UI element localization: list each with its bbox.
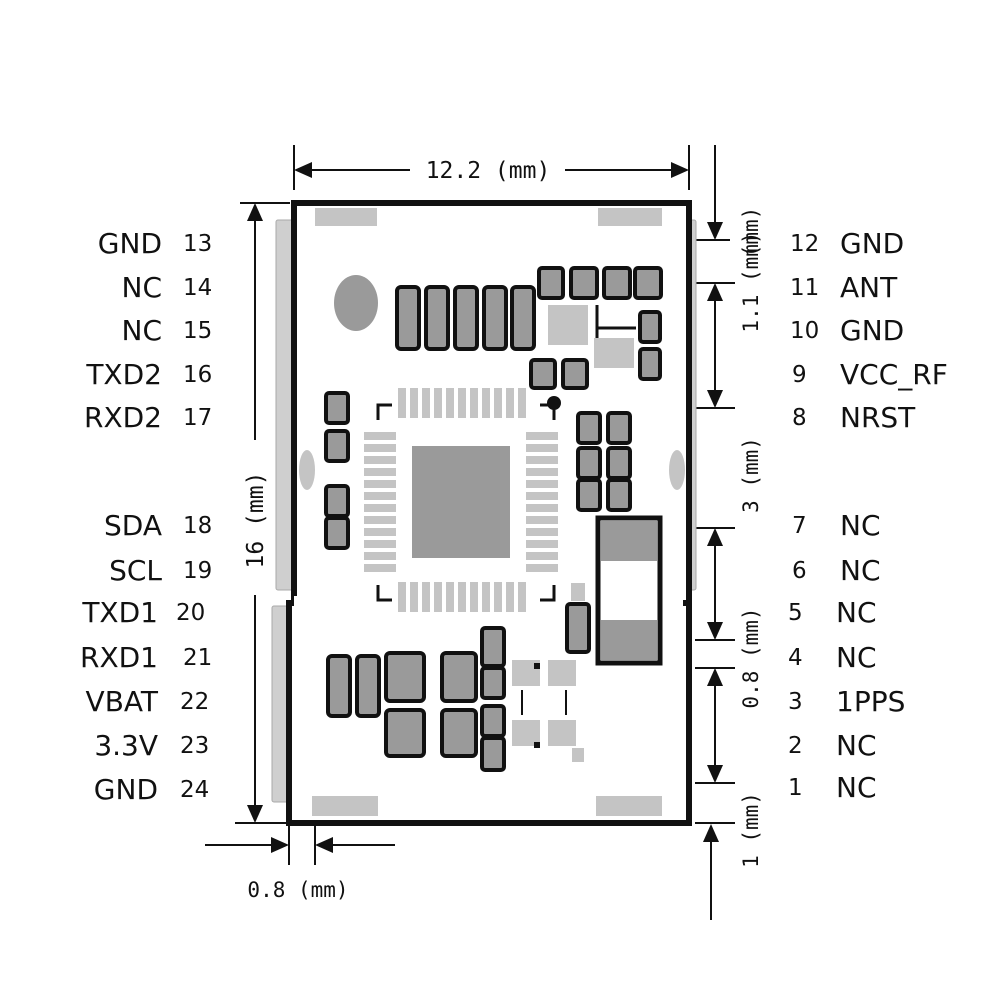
pin-24-name: GND <box>94 773 158 806</box>
pin-18-name: SDA <box>104 509 162 542</box>
right-dimensions: (mm) 1.1 (mm) 3 (mm) 0.8 (mm) 1 (mm) <box>695 145 763 920</box>
main-ic <box>364 388 558 612</box>
pin-4-name: NC <box>836 641 877 674</box>
pin-1-number: 1 <box>788 775 803 801</box>
bottom-margin-label: 1 (mm) <box>739 792 763 868</box>
height-dimension: 16 (mm) <box>235 202 290 824</box>
pin-8-name: NRST <box>840 401 916 434</box>
pin-13-number: 13 <box>183 231 212 257</box>
ic-thermal-pad <box>412 446 510 558</box>
pin-8-number: 8 <box>792 405 807 431</box>
pin-7-number: 7 <box>792 513 807 539</box>
pin-24-number: 24 <box>180 777 209 803</box>
pin-19-number: 19 <box>183 558 212 584</box>
pin-23-number: 23 <box>180 733 209 759</box>
right-pin-labels: 12 GND 11 ANT 10 GND 9 VCC_RF 8 NRST 7 N… <box>788 227 948 804</box>
pin-6-number: 6 <box>792 558 807 584</box>
pin-2-name: NC <box>836 729 877 762</box>
pin-5-number: 5 <box>788 600 803 626</box>
bottom-pad-label: 0.8 (mm) <box>247 878 348 902</box>
pin-17-name: RXD2 <box>84 401 162 434</box>
gap-label: 3 (mm) <box>739 437 763 513</box>
pad-width-dimension: 0.8 (mm) <box>205 823 395 902</box>
pin-6-name: NC <box>840 554 881 587</box>
width-label: 12.2 (mm) <box>426 158 551 184</box>
components <box>324 266 663 772</box>
pin-1-name: NC <box>836 771 877 804</box>
pin-13-name: GND <box>98 227 162 260</box>
pin-17-number: 17 <box>183 405 212 431</box>
pin-16-number: 16 <box>183 362 212 388</box>
pad-width-label: 0.8 (mm) <box>739 607 763 708</box>
pin-9-number: 9 <box>792 362 807 388</box>
pin-20-name: TXD1 <box>81 596 158 629</box>
pin-12-name: GND <box>840 227 904 260</box>
width-dimension: 12.2 (mm) <box>293 145 690 190</box>
pin-20-number: 20 <box>176 600 205 626</box>
pin-21-number: 21 <box>183 645 212 671</box>
pin-3-name: 1PPS <box>836 685 905 718</box>
pin-2-number: 2 <box>788 733 803 759</box>
fiducial-mark <box>334 275 378 331</box>
pin-9-name: VCC_RF <box>840 358 948 391</box>
pin-7-name: NC <box>840 509 881 542</box>
pin-5-name: NC <box>836 596 877 629</box>
pin-16-name: TXD2 <box>85 358 162 391</box>
pin-21-name: RXD1 <box>80 641 158 674</box>
pin-14-name: NC <box>122 271 163 304</box>
pin-10-name: GND <box>840 314 904 347</box>
pin-4-number: 4 <box>788 645 803 671</box>
pin-3-number: 3 <box>788 689 803 715</box>
pin-14-number: 14 <box>183 275 212 301</box>
pitch-label: 1.1 (mm) <box>739 231 763 332</box>
pin-18-number: 18 <box>183 513 212 539</box>
left-pin-labels: GND 13 NC 14 NC 15 TXD2 16 RXD2 17 SDA 1… <box>80 227 212 806</box>
pin-10-number: 10 <box>790 318 819 344</box>
top-margin-label: (mm) <box>739 207 763 258</box>
pin-11-name: ANT <box>840 271 898 304</box>
pin-22-number: 22 <box>180 689 209 715</box>
pin-19-name: SCL <box>109 554 162 587</box>
pin-22-name: VBAT <box>86 685 159 718</box>
pin-15-number: 15 <box>183 318 212 344</box>
pin-15-name: NC <box>122 314 163 347</box>
pin-11-number: 11 <box>790 275 819 301</box>
height-label: 16 (mm) <box>243 472 269 569</box>
pin-12-number: 12 <box>790 231 819 257</box>
pin-23-name: 3.3V <box>94 729 158 762</box>
